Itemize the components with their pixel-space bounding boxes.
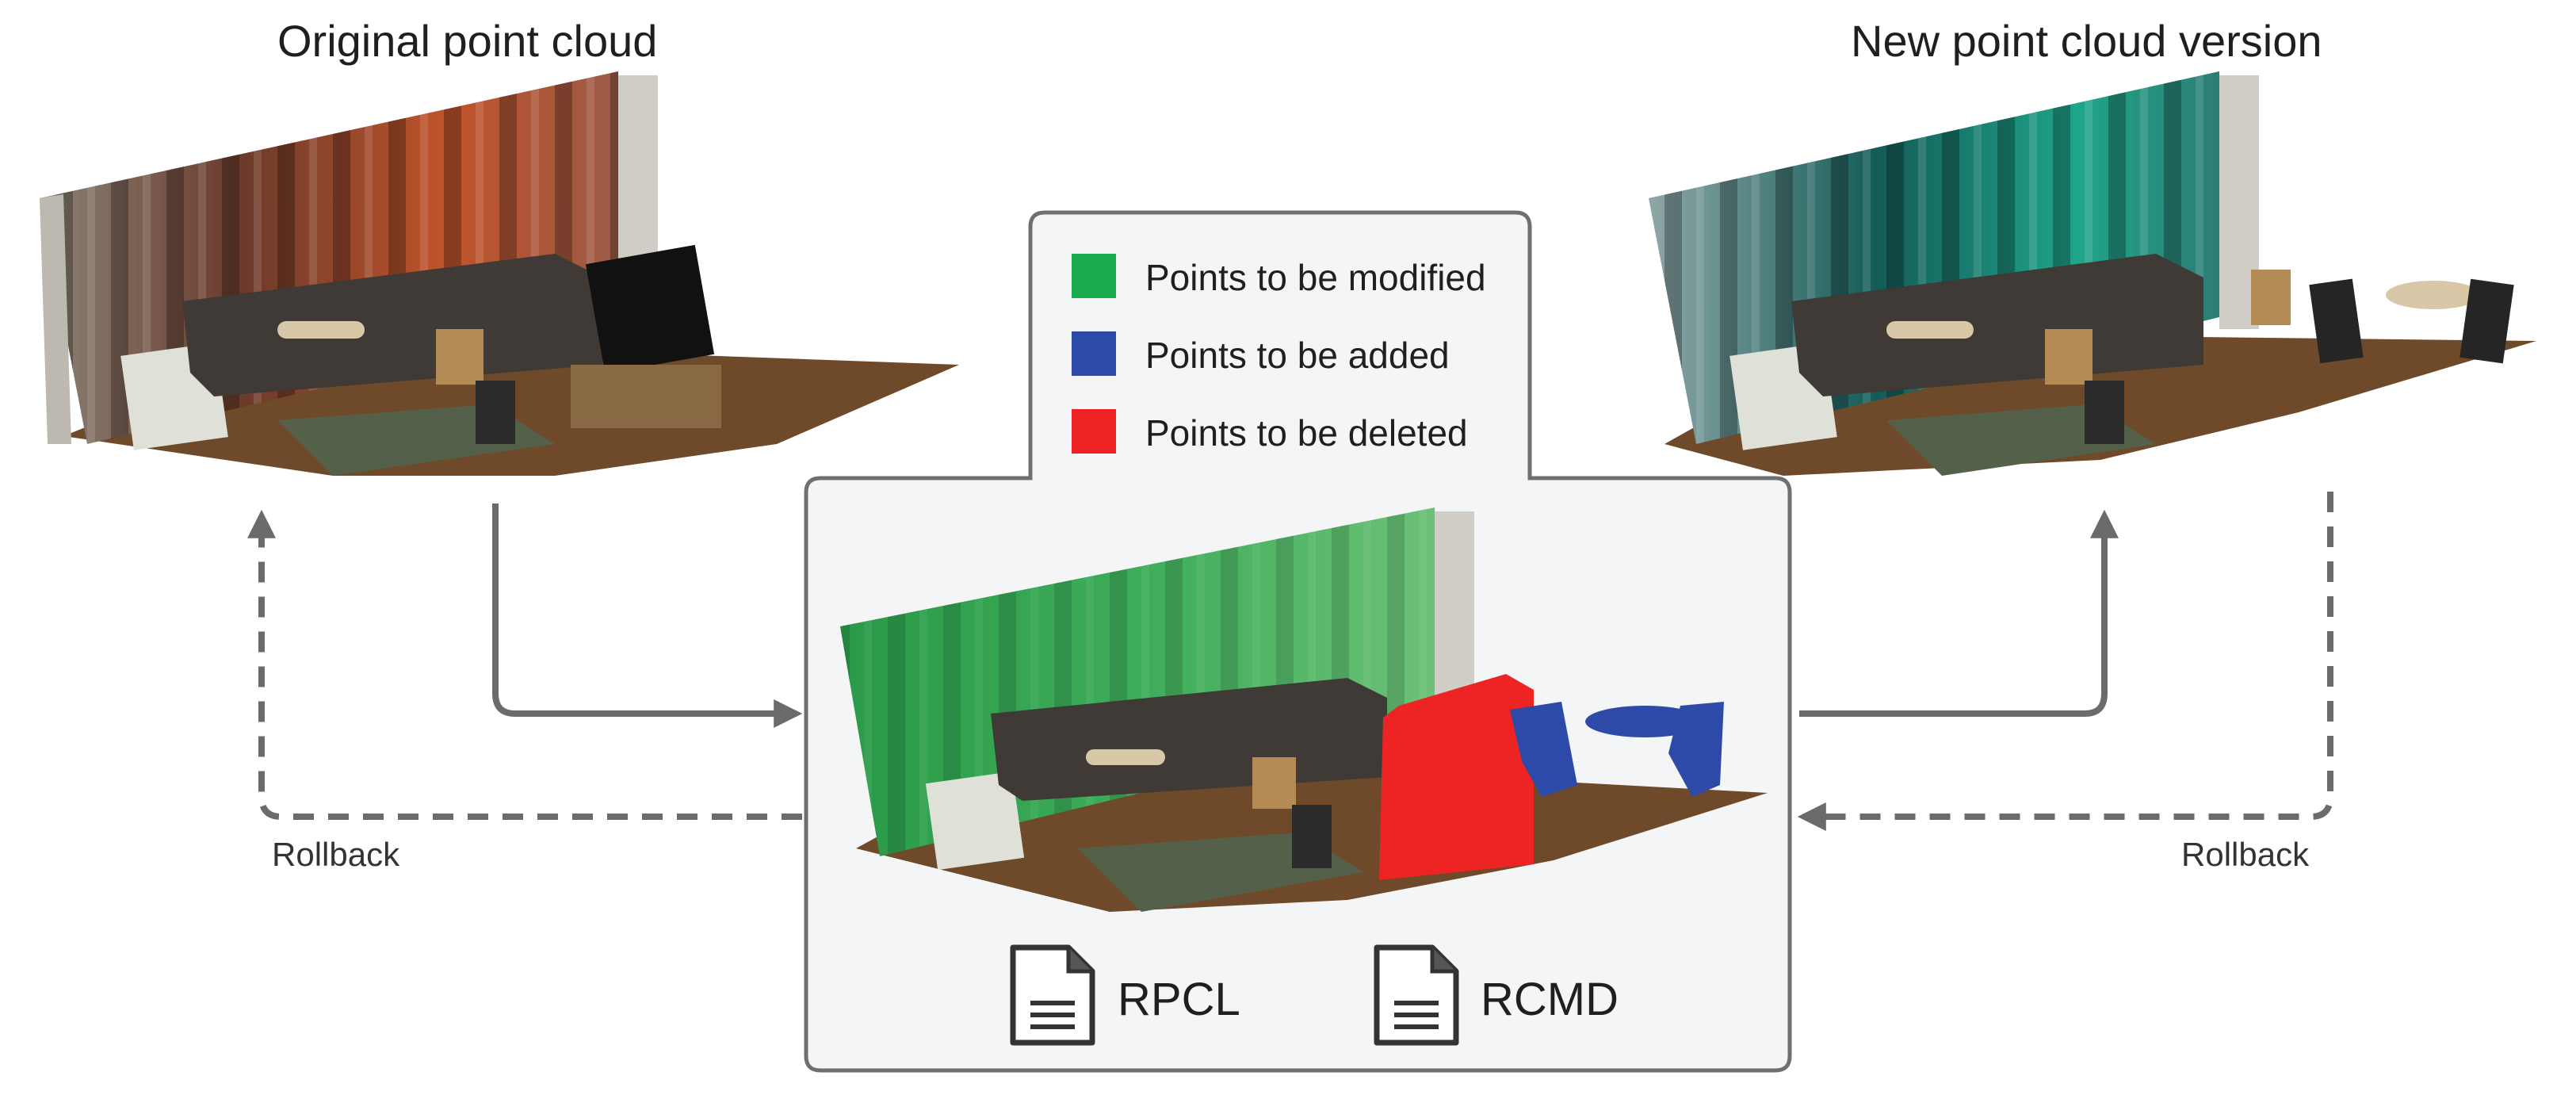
left-wall-edge [40,194,71,444]
original-point-cloud-scene [40,71,959,476]
rollback-label-right: Rollback [2181,836,2310,873]
arrow-diff-to-new [1799,509,2119,717]
legend-swatch-deleted [1072,409,1116,454]
coffee-table [1886,321,1974,339]
added-chair-1 [1510,702,1577,797]
chair-2 [2459,278,2514,364]
tv [585,244,715,374]
chair [476,381,515,444]
legend-swatch-added [1072,331,1116,376]
rollback-arrow-right [1797,492,2333,831]
rcmd-file-label: RCMD [1481,974,1619,1025]
legend-swatch-modified [1072,254,1116,298]
sofa [182,254,602,396]
deleted-object [1379,674,1534,880]
document-icon [1010,944,1095,1046]
tv-stand [571,365,721,428]
new-point-cloud-title: New point cloud version [1851,16,2322,66]
diff-point-cloud-scene [840,507,1768,912]
coffee-table [277,321,365,339]
side-table [2251,270,2291,325]
new-point-cloud-scene [1649,71,2536,476]
document-icon [1374,944,1459,1046]
stool [1252,757,1296,809]
arrow-original-to-diff [492,503,803,728]
chair [2085,381,2124,444]
added-chair-2 [1668,702,1724,797]
white-box [925,771,1025,871]
round-table [2386,281,2481,309]
rollback-arrow-left [247,509,802,820]
legend-label-deleted: Points to be deleted [1145,412,1468,454]
coffee-table [1086,749,1165,765]
stool [436,329,483,385]
sofa [1791,254,2203,396]
chair [1292,805,1332,868]
legend-label-modified: Points to be modified [1145,257,1486,298]
rpcl-file-label: RPCL [1118,974,1240,1025]
stool [2045,329,2093,385]
chair-1 [2309,278,2364,364]
rollback-label-left: Rollback [272,836,400,873]
legend: Points to be modified Points to be added… [1072,252,1515,466]
original-point-cloud-title: Original point cloud [277,16,658,66]
legend-label-added: Points to be added [1145,335,1450,376]
